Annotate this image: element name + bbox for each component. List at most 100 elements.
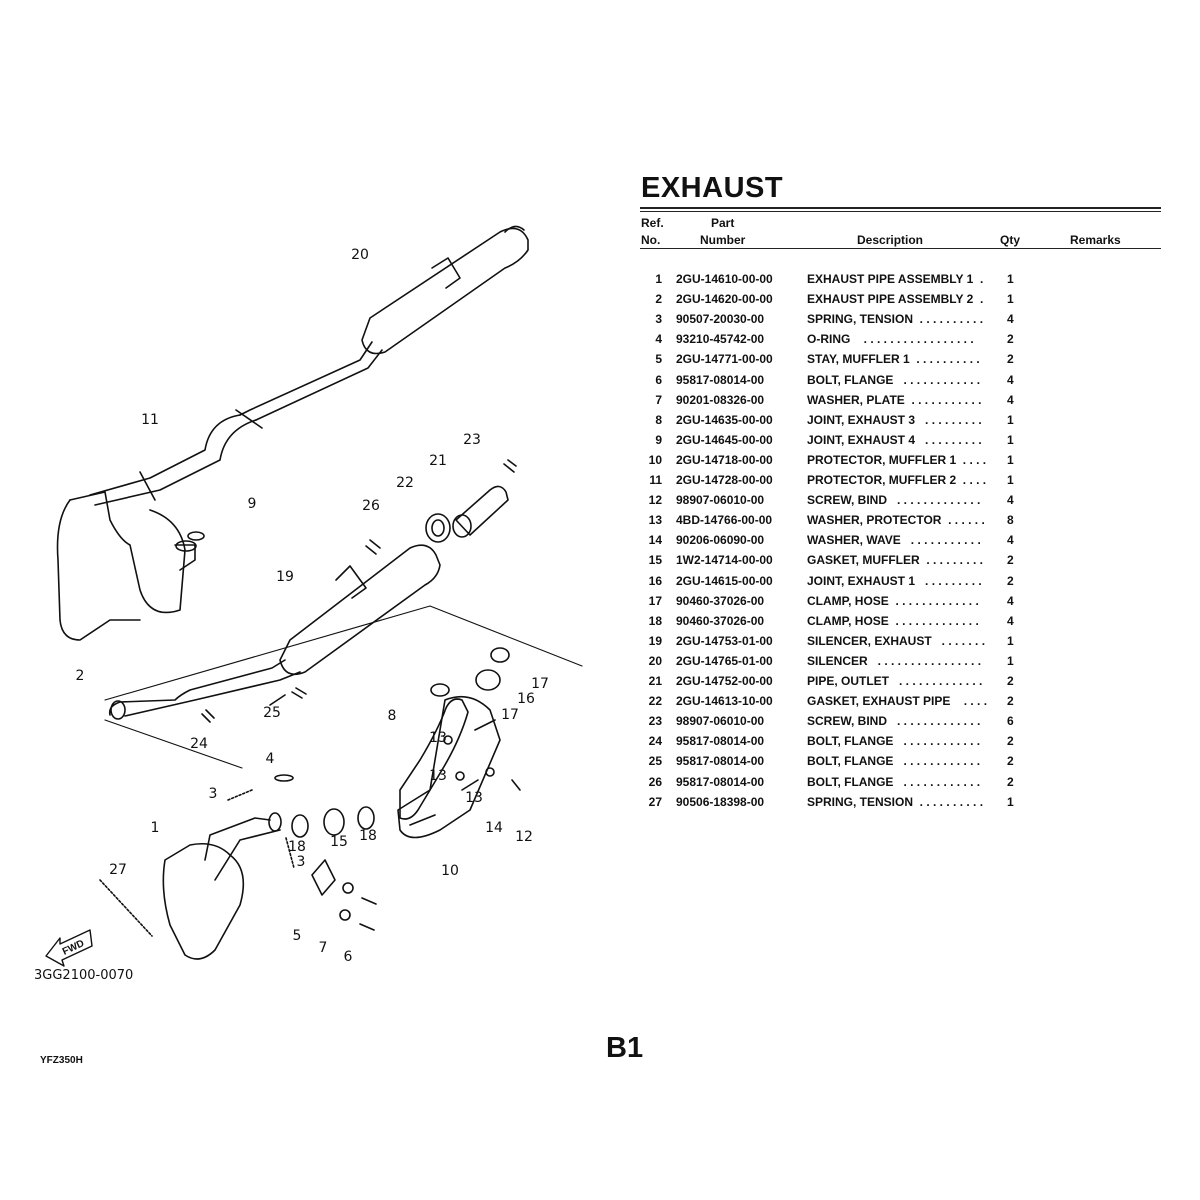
quantity: 2 <box>1007 553 1014 568</box>
ref-no: 14 <box>648 533 662 548</box>
part-number: 2GU-14613-10-00 <box>676 694 773 709</box>
callout-13: 13 <box>429 730 447 746</box>
ref-no: 5 <box>655 352 662 367</box>
callout-11: 11 <box>141 412 159 428</box>
ref-no: 13 <box>648 513 662 528</box>
part-number: 2GU-14620-00-00 <box>676 292 773 307</box>
callout-15: 15 <box>330 834 348 850</box>
ref-no: 2 <box>655 292 662 307</box>
quantity: 1 <box>1007 292 1014 307</box>
ref-no: 3 <box>655 312 662 327</box>
part-number: 95817-08014-00 <box>676 754 765 769</box>
description: EXHAUST PIPE ASSEMBLY 1 . <box>807 272 984 286</box>
callout-19: 19 <box>276 569 294 585</box>
table-row: 1 2GU-14610-00-00 EXHAUST PIPE ASSEMBLY 1 … <box>640 272 1160 292</box>
part-number: 90507-20030-00 <box>676 312 765 327</box>
description: SCREW, BIND . . . . . . . . . . . . . <box>807 714 981 729</box>
description: SCREW, BIND . . . . . . . . . . . . . <box>807 493 981 508</box>
description: WASHER, WAVE . . . . . . . . . . . <box>807 533 981 548</box>
ref-no: 15 <box>648 553 662 568</box>
quantity: 4 <box>1007 533 1014 548</box>
callout-2: 2 <box>75 668 85 684</box>
part-number: 90506-18398-00 <box>676 794 765 809</box>
callout-13: 13 <box>465 790 483 806</box>
joint-protector-drawing <box>397 647 521 839</box>
ref-no: 11 <box>649 473 662 487</box>
description: SILENCER, EXHAUST . . . . . . . <box>807 633 986 648</box>
quantity: 4 <box>1007 372 1014 387</box>
joint-pipe-9-drawing <box>89 409 263 506</box>
description: JOINT, EXHAUST 1 . . . . . . . . . <box>807 573 982 588</box>
callout-6: 6 <box>343 949 353 965</box>
part-number: 93210-45742-00 <box>676 332 765 347</box>
page-title: EXHAUST <box>641 172 784 204</box>
quantity: 2 <box>1007 674 1014 688</box>
part-number: 90206-06090-00 <box>676 533 765 548</box>
description: WASHER, PROTECTOR . . . . . . <box>807 513 985 528</box>
table-row: 5 2GU-14771-00-00 STAY, MUFFLER 1 . . . . … <box>640 352 1160 372</box>
silencer-19-drawing <box>108 544 441 720</box>
part-number: 2GU-14771-00-00 <box>676 352 773 367</box>
description: EXHAUST PIPE ASSEMBLY 2 . <box>807 292 984 307</box>
page-number: B1 <box>606 1032 644 1064</box>
ref-no: 8 <box>655 412 662 427</box>
quantity: 2 <box>1007 352 1014 367</box>
quantity: 1 <box>1007 794 1014 809</box>
callout-17: 17 <box>501 707 519 723</box>
description: BOLT, FLANGE . . . . . . . . . . . . <box>807 754 981 769</box>
description: O-RING . . . . . . . . . . . . . . . . . <box>807 332 974 347</box>
quantity: 1 <box>1007 473 1014 487</box>
quantity: 6 <box>1007 714 1014 729</box>
callout-1: 1 <box>150 820 160 836</box>
quantity: 1 <box>1007 272 1014 286</box>
callout-18: 18 <box>359 828 377 844</box>
callout-22: 22 <box>396 475 414 491</box>
callout-16: 16 <box>517 691 535 707</box>
part-number: 90460-37026-00 <box>676 613 765 628</box>
callout-10: 10 <box>441 863 459 879</box>
quantity: 2 <box>1007 694 1014 709</box>
table-row: 12 98907-06010-00 SCREW, BIND . . . . . . … <box>640 493 1160 513</box>
part-number: 2GU-14615-00-00 <box>676 573 773 588</box>
description: PROTECTOR, MUFFLER 2 . . . . <box>807 473 987 487</box>
callout-5: 5 <box>292 928 302 944</box>
title-rule-bottom <box>640 211 1161 212</box>
part-number: 95817-08014-00 <box>676 774 765 789</box>
description: WASHER, PLATE . . . . . . . . . . . <box>807 392 982 407</box>
part-number: 98907-06010-00 <box>676 493 765 508</box>
model-code: YFZ350H <box>40 1055 83 1066</box>
ref-no: 12 <box>648 493 662 508</box>
description: STAY, MUFFLER 1 . . . . . . . . . . <box>807 352 980 367</box>
callout-18: 18 <box>288 839 306 855</box>
ref-no: 16 <box>648 573 662 588</box>
callout-13: 13 <box>429 768 447 784</box>
callout-12: 12 <box>515 829 533 845</box>
ref-no: 10 <box>648 452 662 467</box>
ref-no: 22 <box>648 694 662 709</box>
part-number: 2GU-14635-00-00 <box>676 412 773 427</box>
ref-no: 17 <box>648 593 662 608</box>
ref-no: 23 <box>648 714 662 729</box>
callout-23: 23 <box>463 432 481 448</box>
part-number: 2GU-14610-00-00 <box>676 272 773 286</box>
quantity: 4 <box>1007 392 1014 407</box>
description: JOINT, EXHAUST 4 . . . . . . . . . <box>807 432 982 447</box>
ref-no: 21 <box>648 674 662 688</box>
quantity: 4 <box>1007 613 1014 628</box>
part-number: 95817-08014-00 <box>676 734 765 749</box>
callout-27: 27 <box>109 862 127 878</box>
table-row: 2 2GU-14620-00-00 EXHAUST PIPE ASSEMBLY 2 … <box>640 292 1160 312</box>
description: CLAMP, HOSE . . . . . . . . . . . . . <box>807 613 979 628</box>
description: SPRING, TENSION . . . . . . . . . . <box>807 794 984 809</box>
callout-4: 4 <box>265 751 275 767</box>
description: GASKET, MUFFLER . . . . . . . . . <box>807 553 984 568</box>
